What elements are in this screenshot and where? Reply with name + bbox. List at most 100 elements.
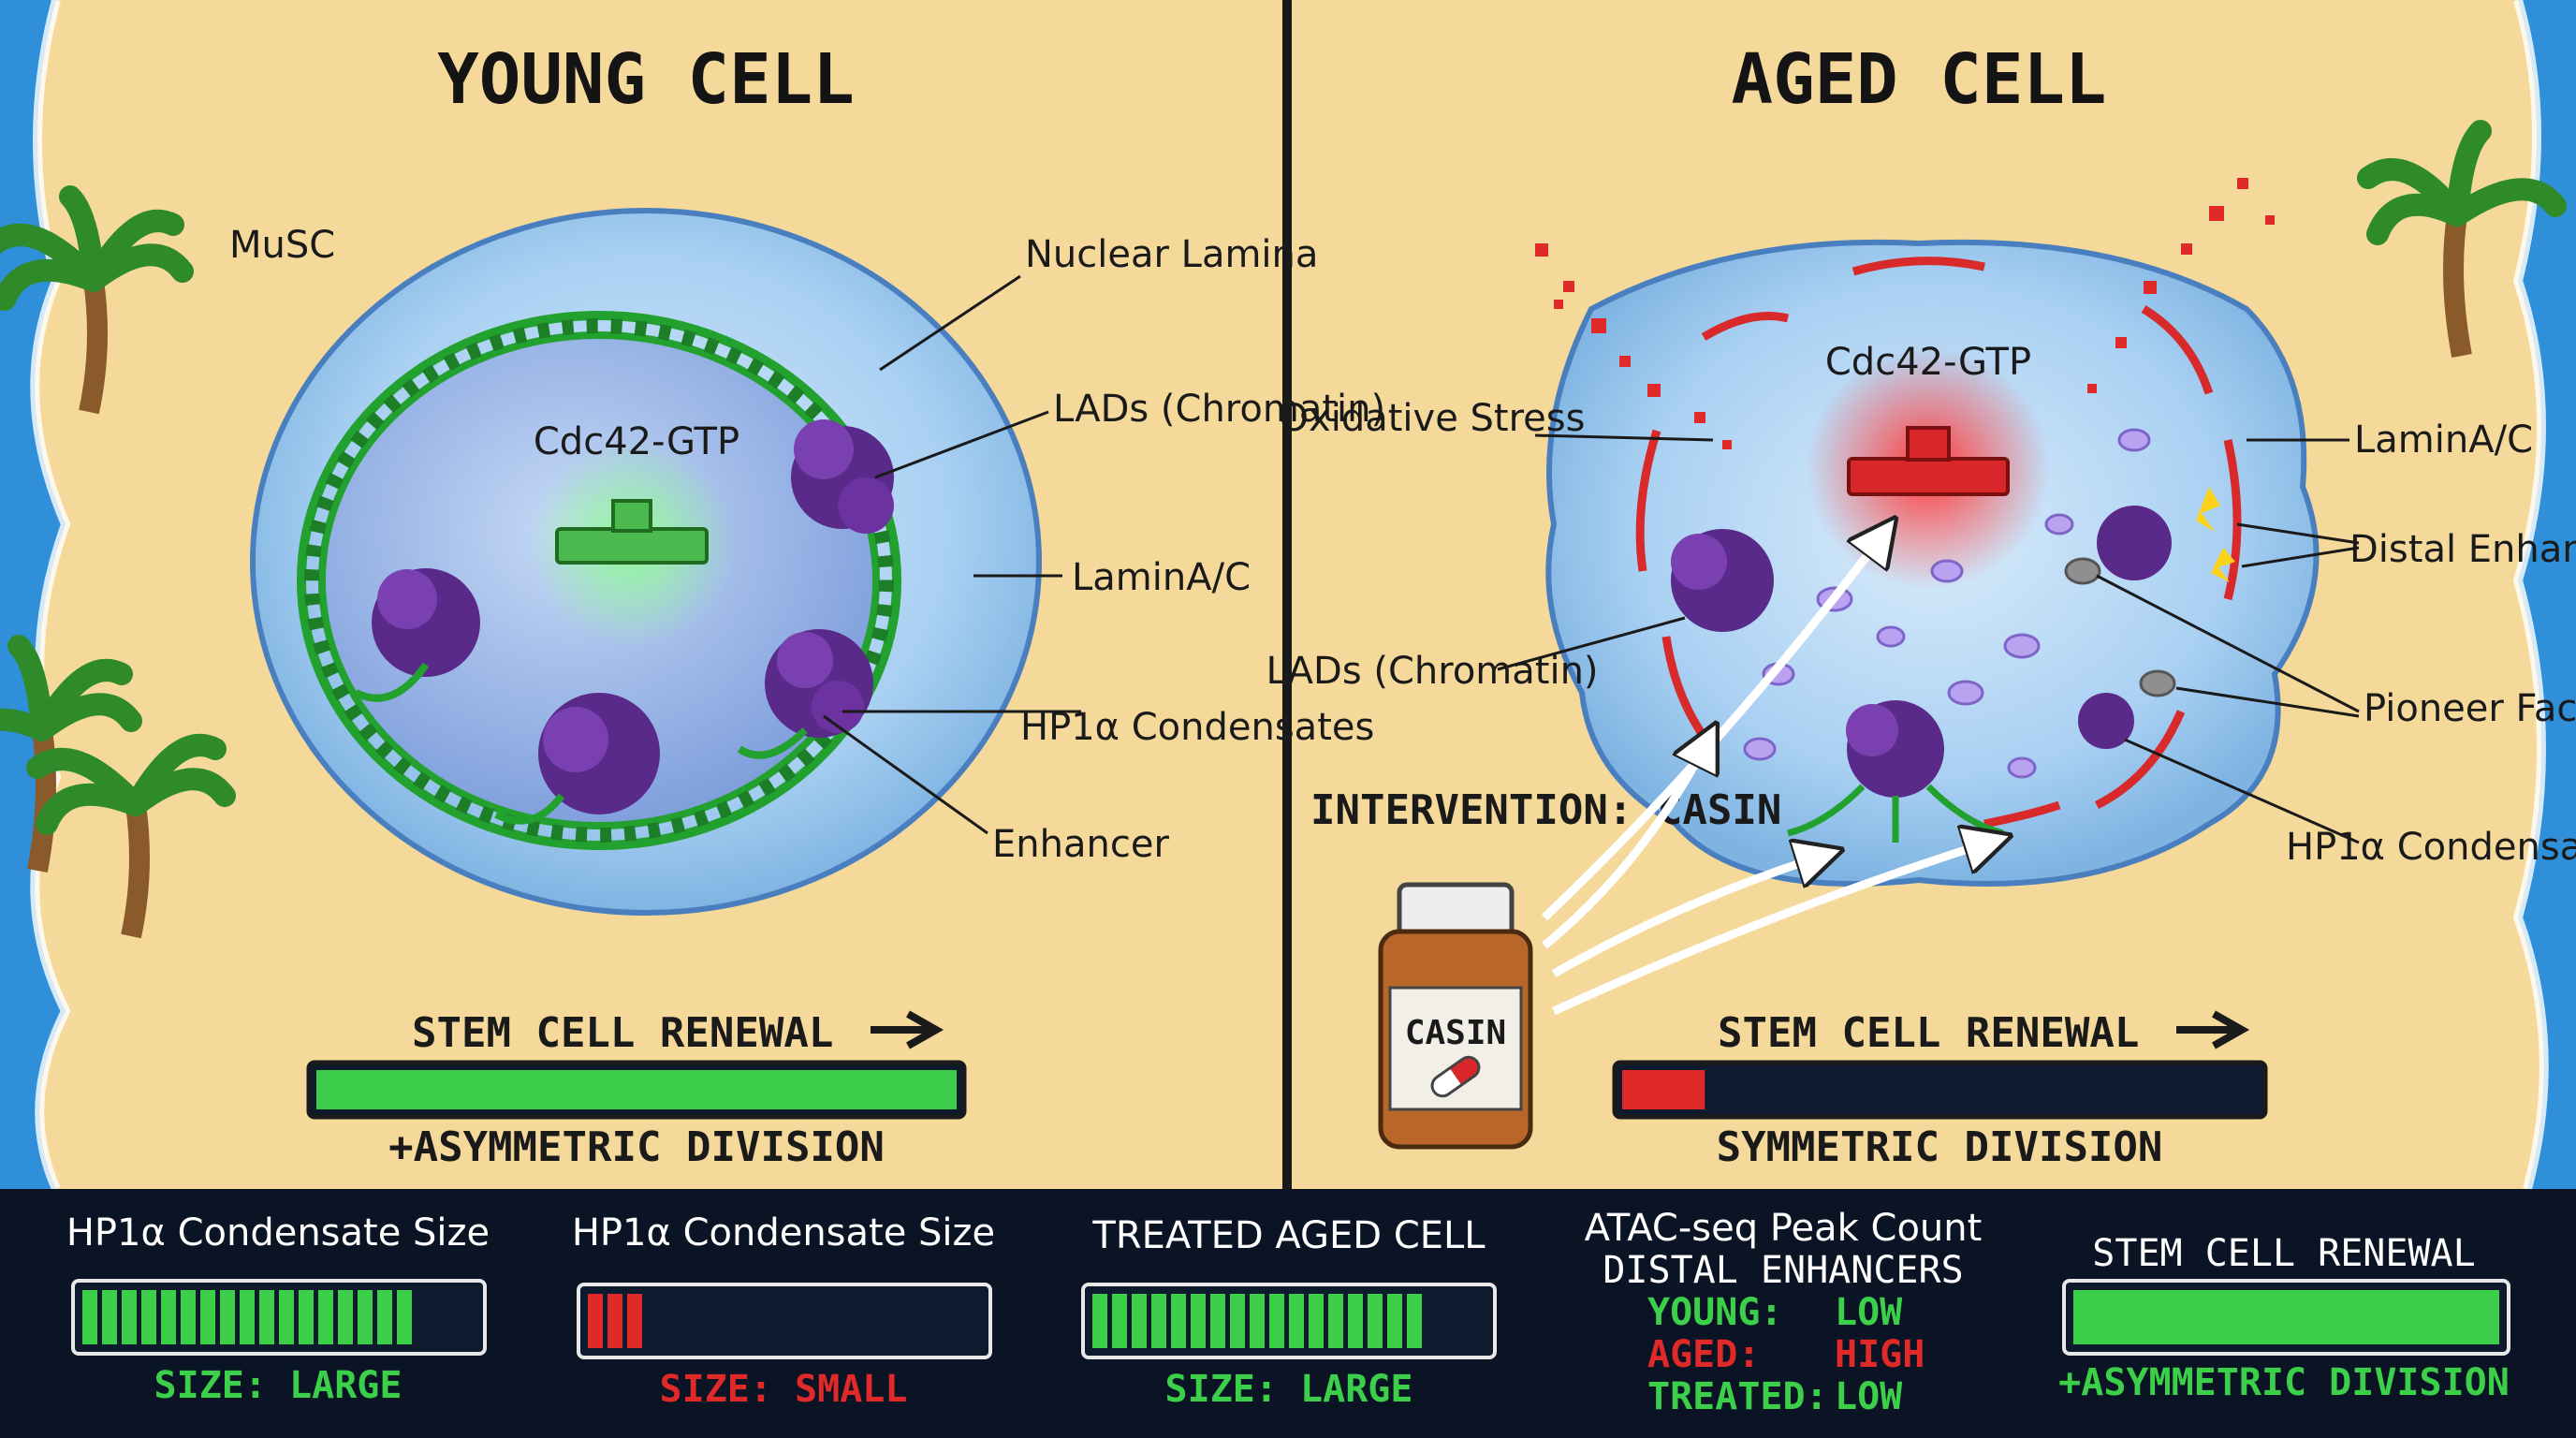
aged-lads-label: LADs (Chromatin) bbox=[1266, 650, 1598, 693]
intervention-label: INTERVENTION: CASIN bbox=[1310, 786, 1781, 834]
level-segment bbox=[1171, 1294, 1186, 1348]
level-segment bbox=[1112, 1294, 1127, 1348]
panel-treated-header: TREATED AGED CELL bbox=[1091, 1214, 1486, 1257]
panel-young-hp1-header: HP1α Condensate Size bbox=[66, 1211, 490, 1255]
aged-renewal-label: STEM CELL RENEWAL bbox=[1718, 1009, 2139, 1057]
level-segment bbox=[1092, 1294, 1107, 1348]
pioneer-factors-label: Pioneer Factors bbox=[2364, 687, 2576, 730]
casin-bottle-label: CASIN bbox=[1405, 1014, 1506, 1052]
broken-lamina-fragments bbox=[1635, 257, 2242, 829]
pill-icon bbox=[1430, 1055, 1481, 1098]
level-segment bbox=[1387, 1294, 1402, 1348]
young-hp1-label: HP1α Condensates bbox=[1020, 706, 1374, 749]
atac-young-label: YOUNG: bbox=[1647, 1291, 1783, 1334]
aged-division-label: SYMMETRIC DIVISION bbox=[1717, 1123, 2163, 1171]
oxidative-stress-label: Oxidative Stress bbox=[1280, 397, 1586, 440]
casin-bottle-icon bbox=[1378, 882, 1533, 1150]
panel-young-hp1: HP1α Condensate Size SIZE: LARGE bbox=[66, 1211, 490, 1407]
young-renewal-label: STEM CELL RENEWAL bbox=[412, 1009, 833, 1057]
level-segment bbox=[102, 1290, 117, 1344]
level-segment bbox=[141, 1290, 156, 1344]
level-segment bbox=[1210, 1294, 1225, 1348]
young-division-label: +ASYMMETRIC DIVISION bbox=[388, 1123, 885, 1171]
young-lamina-ac-label: LaminA/C bbox=[1072, 556, 1251, 599]
level-segment bbox=[240, 1290, 255, 1344]
level-segment bbox=[1269, 1294, 1284, 1348]
level-segment bbox=[318, 1290, 333, 1344]
level-segment bbox=[627, 1294, 642, 1348]
aged-renewal-bar-fill bbox=[1622, 1070, 1705, 1109]
aged-lamina-ac-label: LaminA/C bbox=[2354, 418, 2533, 462]
atac-aged-label: AGED: bbox=[1647, 1333, 1760, 1376]
casin-action-arrows bbox=[1541, 524, 2003, 1016]
level-segment bbox=[1328, 1294, 1343, 1348]
panel-stem-cell-renewal: STEM CELL RENEWAL +ASYMMETRIC DIVISION bbox=[2058, 1232, 2510, 1404]
lads-chromatin-cluster bbox=[372, 419, 894, 814]
aged-hp1-label: HP1α Condensates bbox=[2286, 826, 2576, 869]
level-segment bbox=[1132, 1294, 1147, 1348]
atac-treated-label: TREATED: bbox=[1647, 1375, 1828, 1418]
level-segment bbox=[181, 1290, 196, 1344]
young-cell-title: YOUNG CELL bbox=[437, 39, 855, 120]
aged-cell-title: AGED CELL bbox=[1732, 39, 2107, 120]
level-segment bbox=[1289, 1294, 1304, 1348]
musc-label: MuSC bbox=[229, 224, 335, 267]
level-segment bbox=[279, 1290, 294, 1344]
renewal-panel-header: STEM CELL RENEWAL bbox=[2092, 1232, 2475, 1275]
distal-enhancers-label: Distal Enhancers bbox=[2349, 528, 2576, 571]
level-segment bbox=[1348, 1294, 1363, 1348]
level-segment bbox=[122, 1290, 137, 1344]
aged-lads-cluster bbox=[1671, 506, 2172, 749]
level-segment bbox=[588, 1294, 603, 1348]
panel-aged-hp1-track bbox=[577, 1283, 992, 1359]
level-segment bbox=[1230, 1294, 1245, 1348]
level-segment bbox=[338, 1290, 353, 1344]
level-segment bbox=[397, 1290, 412, 1344]
level-segment bbox=[1151, 1294, 1166, 1348]
level-segment bbox=[200, 1290, 215, 1344]
renewal-panel-fill bbox=[2073, 1290, 2499, 1344]
hp1-condensate-cluster bbox=[765, 629, 873, 738]
enhancer-label: Enhancer bbox=[992, 823, 1169, 866]
palm-tree-icon bbox=[26, 734, 236, 939]
palm-tree-icon bbox=[0, 635, 142, 873]
level-segment bbox=[1368, 1294, 1383, 1348]
enhancer-loops bbox=[354, 662, 808, 825]
aged-hp1-cluster bbox=[1846, 700, 1944, 798]
oxidative-stress-particles bbox=[1535, 178, 2275, 449]
young-leader-lines bbox=[823, 274, 1081, 835]
level-segment bbox=[607, 1294, 622, 1348]
renewal-panel-footer: +ASYMMETRIC DIVISION bbox=[2058, 1361, 2510, 1404]
arrow-right-icon bbox=[2176, 1010, 2250, 1049]
cdc42-gtp-icon bbox=[555, 499, 709, 565]
atac-young-value: LOW bbox=[1835, 1291, 1903, 1334]
nuclear-lamina-mesh bbox=[297, 311, 901, 850]
atac-aged-value: HIGH bbox=[1835, 1333, 1925, 1376]
panel-young-hp1-segments bbox=[82, 1290, 412, 1344]
panel-treated-segments bbox=[1092, 1294, 1422, 1348]
atac-header-line1: ATAC-seq Peak Count bbox=[1585, 1207, 1983, 1250]
panel-aged-hp1-footer: SIZE: SMALL bbox=[660, 1368, 908, 1411]
level-segment bbox=[358, 1290, 373, 1344]
young-cdc42-label: Cdc42-GTP bbox=[534, 420, 739, 463]
palm-tree-icon bbox=[0, 185, 194, 415]
level-segment bbox=[220, 1290, 235, 1344]
panel-divider bbox=[1282, 0, 1292, 1189]
level-segment bbox=[259, 1290, 274, 1344]
panel-atac-seq: ATAC-seq Peak Count DISTAL ENHANCERS YOU… bbox=[1585, 1207, 1983, 1418]
level-segment bbox=[377, 1290, 392, 1344]
arrow-right-icon bbox=[871, 1010, 944, 1049]
atac-header-line2: DISTAL ENHANCERS bbox=[1603, 1249, 1963, 1292]
distal-enhancer-spark-icon bbox=[2196, 487, 2235, 582]
panel-aged-hp1: HP1α Condensate Size SIZE: SMALL bbox=[572, 1211, 995, 1411]
panel-treated-aged: TREATED AGED CELL SIZE: LARGE bbox=[1081, 1214, 1497, 1411]
level-segment bbox=[1250, 1294, 1265, 1348]
level-segment bbox=[1407, 1294, 1422, 1348]
atac-treated-value: LOW bbox=[1835, 1375, 1903, 1418]
aged-cdc42-label: Cdc42-GTP bbox=[1825, 341, 2031, 384]
panel-aged-hp1-segments bbox=[588, 1294, 642, 1348]
panel-young-hp1-footer: SIZE: LARGE bbox=[154, 1364, 402, 1407]
nuclear-lamina-label-line: Nuclear Lamina bbox=[1025, 233, 1318, 276]
level-segment bbox=[299, 1290, 314, 1344]
